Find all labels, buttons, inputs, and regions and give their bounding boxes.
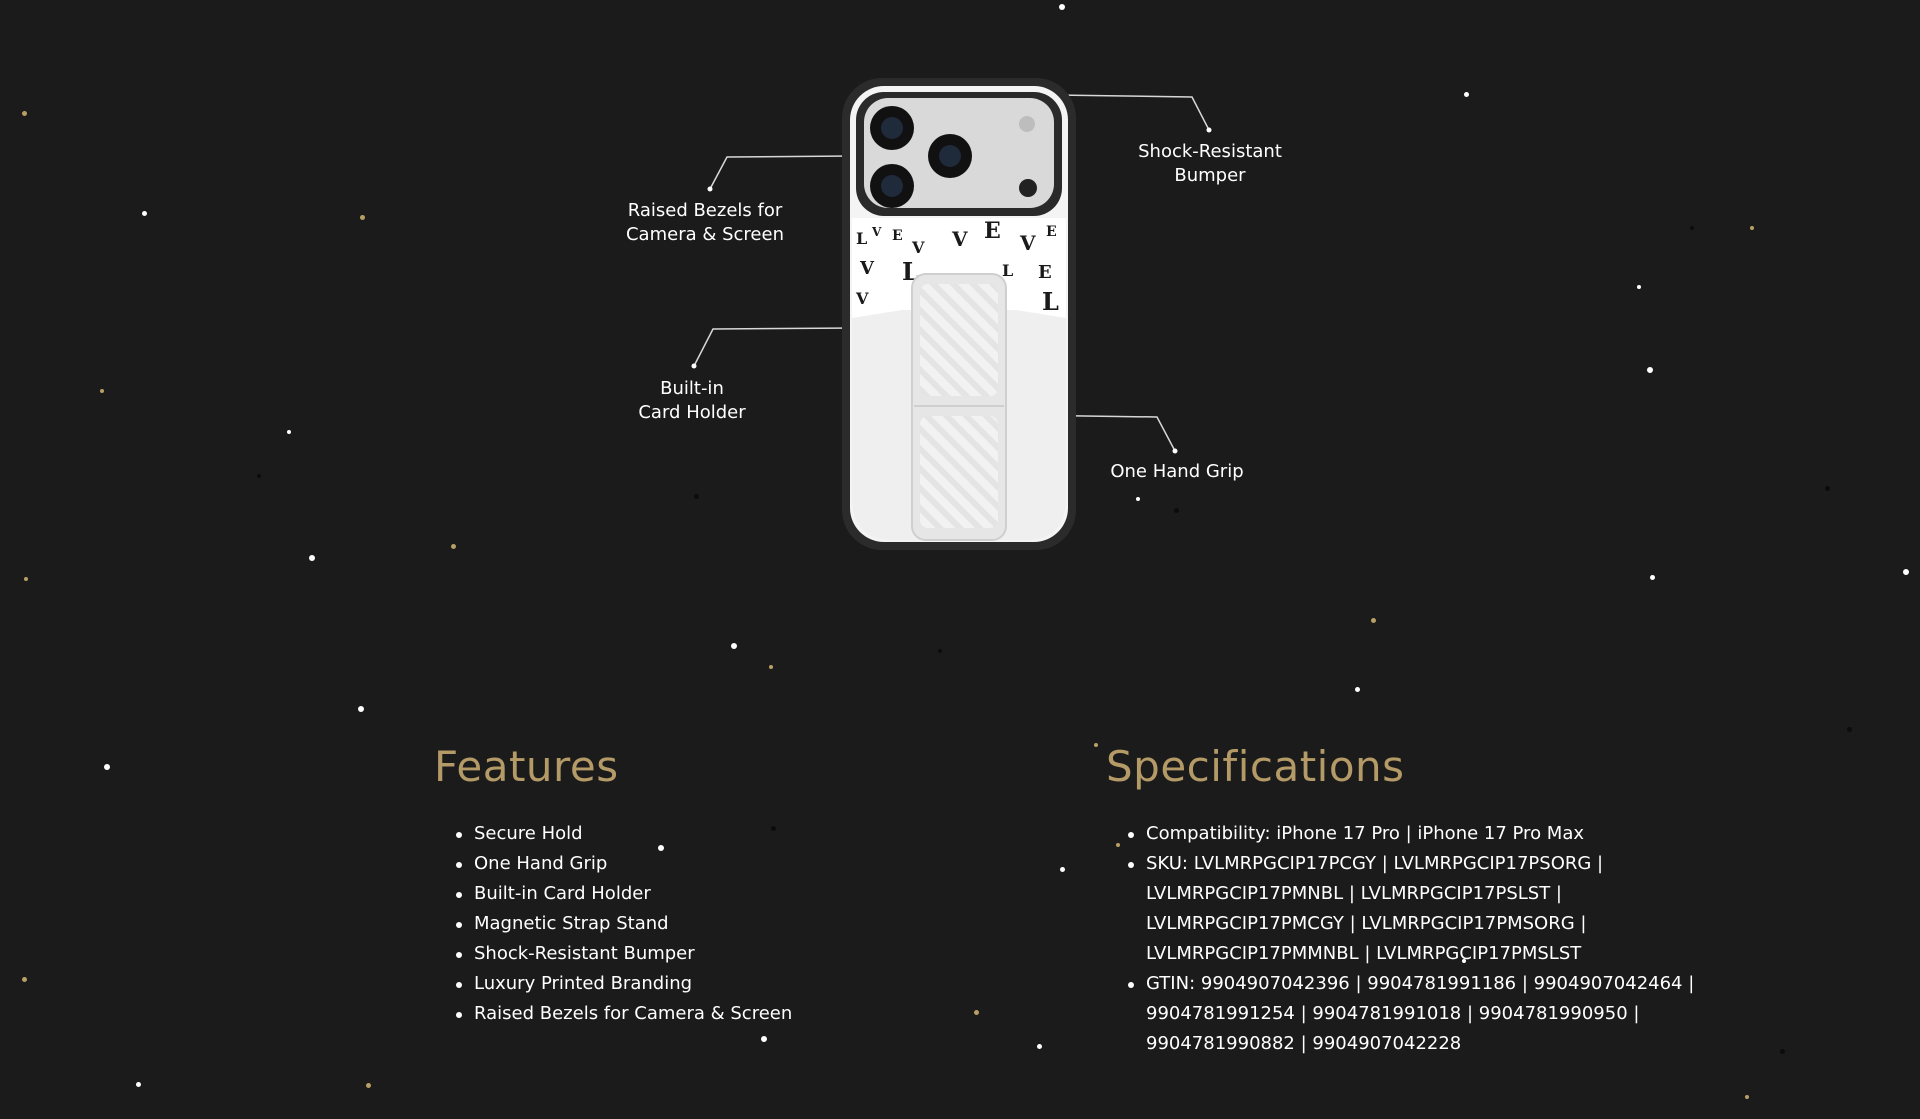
svg-text:V: V — [871, 225, 882, 239]
callout-line-bezels — [709, 155, 853, 190]
svg-text:E: E — [984, 218, 1001, 244]
spec-compatibility-text: Compatibility: iPhone 17 Pro | iPhone 17… — [1146, 823, 1585, 844]
star — [451, 544, 456, 549]
star — [1059, 4, 1065, 10]
star — [1745, 1095, 1749, 1099]
svg-text:L: L — [1042, 287, 1059, 316]
callout-one-hand-grip: One Hand Grip — [1102, 460, 1252, 484]
svg-text:E: E — [1038, 262, 1052, 283]
callout-one-hand-grip-line1: One Hand Grip — [1110, 461, 1244, 482]
callout-card-holder: Built-in Card Holder — [622, 377, 762, 425]
callout-card-holder-line2: Card Holder — [638, 402, 746, 423]
star — [769, 665, 773, 669]
spec-gtin-line: GTIN: 9904907042396 | 9904781991186 | 99… — [1146, 973, 1695, 994]
star — [309, 555, 315, 561]
star — [1750, 226, 1754, 230]
features-title: Features — [434, 742, 619, 791]
feature-item: Magnetic Strap Stand — [454, 909, 792, 939]
callout-line-bumper — [1053, 94, 1210, 131]
spec-gtin-line: 9904781990882 | 9904907042228 — [1146, 1033, 1462, 1054]
star — [22, 977, 27, 982]
star — [1637, 285, 1641, 289]
svg-text:E: E — [892, 228, 903, 244]
callout-dot-bumper — [1206, 127, 1212, 133]
callout-dot-card-holder — [691, 363, 697, 369]
feature-item: Luxury Printed Branding — [454, 969, 792, 999]
star — [1690, 226, 1694, 230]
svg-text:V: V — [855, 289, 869, 308]
callout-raised-bezels: Raised Bezels for Camera & Screen — [612, 199, 798, 247]
spec-sku-line: LVLMRPGCIP17PMNBL | LVLMRPGCIP17PSLST | — [1146, 883, 1562, 904]
feature-item: Built-in Card Holder — [454, 879, 792, 909]
spec-sku: SKU: LVLMRPGCIP17PCGY | LVLMRPGCIP17PSOR… — [1126, 849, 1726, 969]
specifications-list: Compatibility: iPhone 17 Pro | iPhone 17… — [1126, 819, 1726, 1059]
star — [1647, 367, 1653, 373]
star — [136, 1082, 141, 1087]
star — [1136, 497, 1140, 501]
svg-text:L: L — [1002, 261, 1013, 280]
star — [360, 215, 365, 220]
spec-compatibility: Compatibility: iPhone 17 Pro | iPhone 17… — [1126, 819, 1726, 849]
star — [1037, 1044, 1042, 1049]
star — [1464, 92, 1469, 97]
star — [1780, 1049, 1785, 1054]
callout-raised-bezels-line1: Raised Bezels for — [627, 200, 783, 221]
star — [104, 764, 110, 770]
star — [22, 111, 27, 116]
callout-shock-bumper-line2: Bumper — [1174, 165, 1246, 186]
star — [1847, 727, 1852, 732]
star — [1462, 959, 1466, 963]
svg-text:L: L — [856, 229, 867, 248]
star — [1355, 687, 1360, 692]
star — [694, 494, 699, 499]
phone-case-image: L V E V V E V E V L L E V L — [842, 78, 1076, 550]
svg-text:V: V — [859, 258, 875, 279]
spec-sku-line: LVLMRPGCIP17PMCGY | LVLMRPGCIP17PMSORG | — [1146, 913, 1587, 934]
specifications-title: Specifications — [1106, 742, 1405, 791]
svg-text:V: V — [1019, 231, 1036, 255]
star — [366, 1083, 371, 1088]
callout-shock-bumper-line1: Shock-Resistant — [1138, 141, 1282, 162]
callout-dot-bezels — [707, 186, 713, 192]
svg-text:E: E — [1046, 224, 1057, 240]
star — [731, 643, 737, 649]
callout-card-holder-line1: Built-in — [660, 378, 724, 399]
star — [1825, 486, 1830, 491]
star — [1094, 743, 1098, 747]
callout-line-card-holder — [693, 327, 858, 367]
star — [974, 1010, 979, 1015]
star — [658, 845, 664, 851]
star — [1174, 508, 1179, 513]
star — [1371, 618, 1376, 623]
feature-item: One Hand Grip — [454, 849, 792, 879]
star — [938, 649, 942, 653]
star — [358, 706, 364, 712]
star — [24, 577, 28, 581]
feature-item: Secure Hold — [454, 819, 792, 849]
star — [1060, 867, 1065, 872]
spec-gtin-line: 9904781991254 | 9904781991018 | 99047819… — [1146, 1003, 1640, 1024]
svg-text:V: V — [911, 238, 925, 257]
spec-sku-line: SKU: LVLMRPGCIP17PCGY | LVLMRPGCIP17PSOR… — [1146, 853, 1604, 874]
star — [100, 389, 104, 393]
star — [1116, 843, 1120, 847]
star — [257, 474, 261, 478]
star — [287, 430, 291, 434]
callout-dot-grip — [1172, 448, 1178, 454]
features-list: Secure Hold One Hand Grip Built-in Card … — [454, 819, 792, 1029]
callout-shock-bumper: Shock-Resistant Bumper — [1117, 140, 1303, 188]
star — [761, 1036, 767, 1042]
svg-text:V: V — [951, 227, 968, 251]
star — [1903, 569, 1909, 575]
star — [142, 211, 147, 216]
spec-gtin: GTIN: 9904907042396 | 9904781991186 | 99… — [1126, 969, 1726, 1059]
callout-raised-bezels-line2: Camera & Screen — [625, 224, 784, 245]
feature-item: Shock-Resistant Bumper — [454, 939, 792, 969]
star — [1650, 575, 1655, 580]
spec-sku-line: LVLMRPGCIP17PMMNBL | LVLMRPGCIP17PMSLST — [1146, 943, 1582, 964]
feature-item: Raised Bezels for Camera & Screen — [454, 999, 792, 1029]
star — [771, 826, 776, 831]
